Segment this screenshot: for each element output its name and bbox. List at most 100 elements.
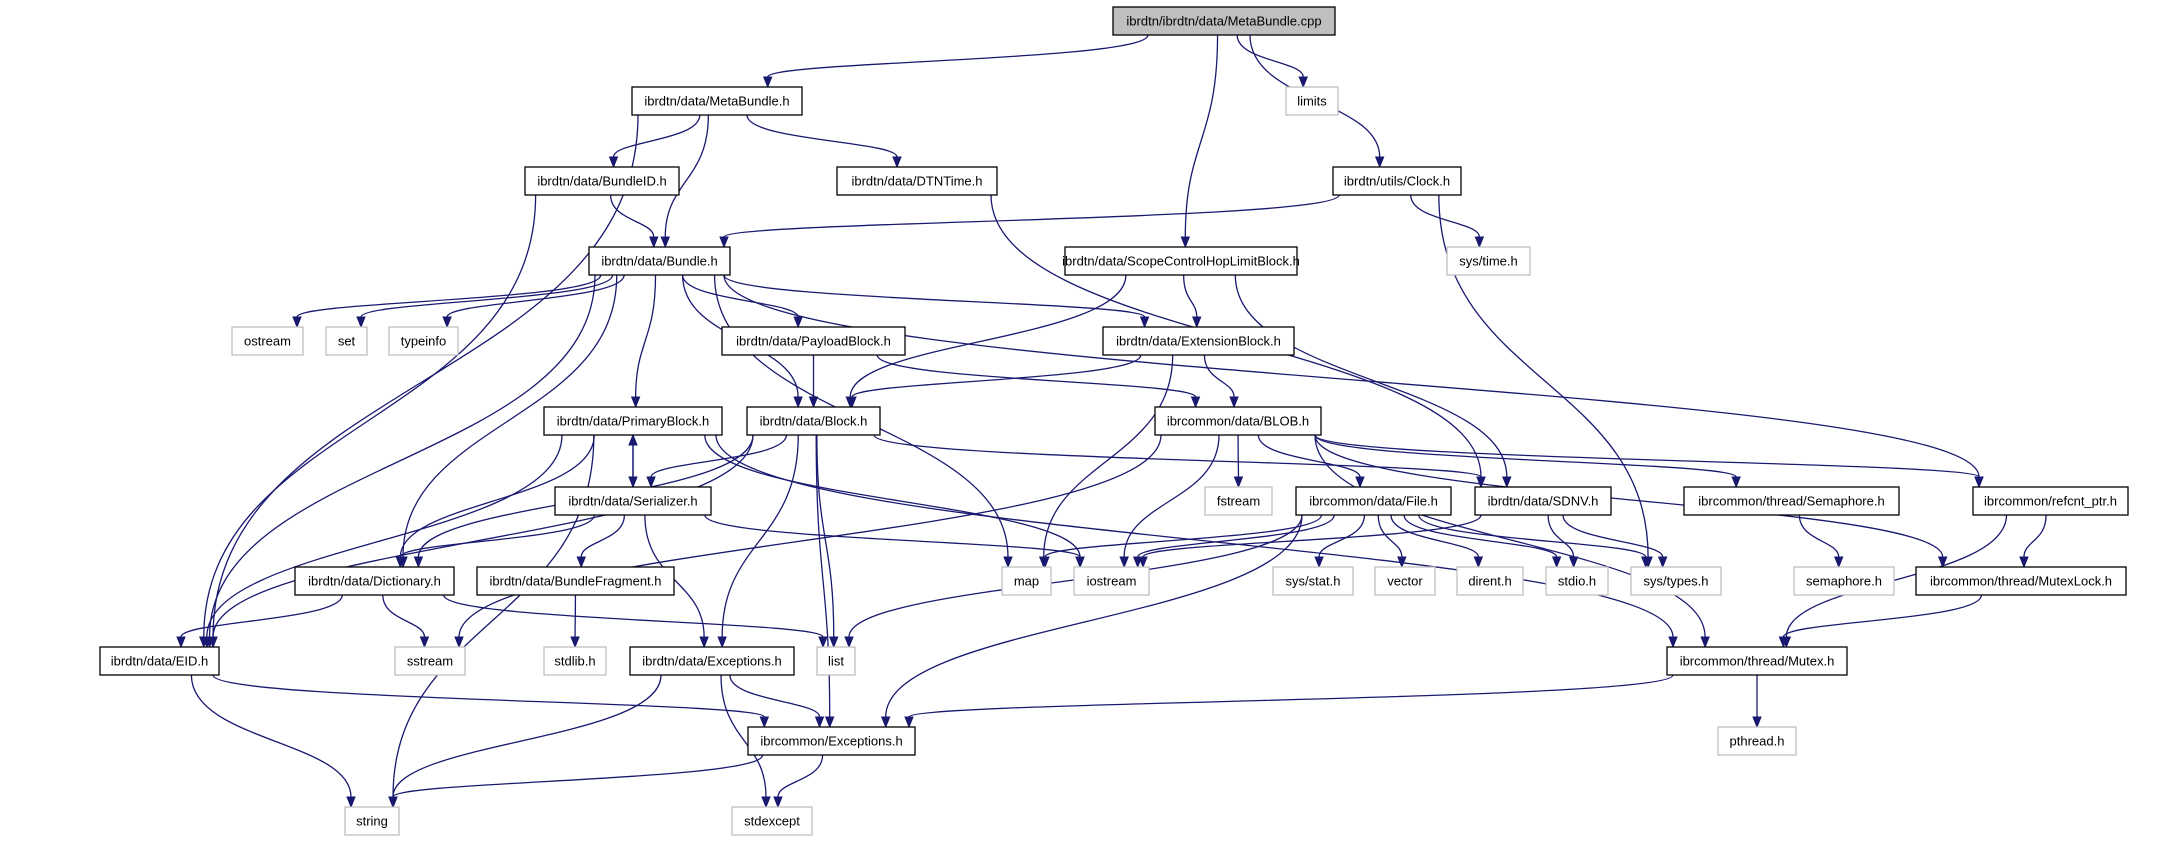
node-dictionary-h[interactable]: ibrdtn/data/Dictionary.h	[294, 566, 455, 596]
node-serializer-h[interactable]: ibrdtn/data/Serializer.h	[554, 486, 712, 516]
node-ostream[interactable]: ostream	[231, 326, 304, 356]
edge-line	[851, 354, 1142, 398]
node-label: ibrdtn/data/ExtensionBlock.h	[1116, 334, 1281, 349]
node-sysstat-h[interactable]: sys/stat.h	[1272, 566, 1354, 596]
node-box	[1073, 566, 1150, 596]
node-set[interactable]: set	[325, 326, 368, 356]
node-payloadblock-h[interactable]: ibrdtn/data/PayloadBlock.h	[721, 326, 906, 356]
node-list[interactable]: list	[816, 646, 856, 676]
node-eid-h[interactable]: ibrdtn/data/EID.h	[99, 646, 220, 676]
node-mutexlock-h[interactable]: ibrcommon/thread/MutexLock.h	[1915, 566, 2127, 596]
node-stdexcept[interactable]: stdexcept	[731, 806, 813, 836]
node-vector[interactable]: vector	[1374, 566, 1436, 596]
node-label: sys/types.h	[1643, 574, 1708, 589]
edge-payloadblock-h-to-block-h	[808, 355, 819, 409]
edge-exceptions-h-to-ibrexceptions-h	[729, 674, 825, 729]
node-box	[1272, 566, 1354, 596]
node-bundlefragment-h[interactable]: ibrdtn/data/BundleFragment.h	[476, 566, 675, 596]
arrowhead-icon	[717, 636, 727, 649]
node-blob-h[interactable]: ibrcommon/data/BLOB.h	[1154, 406, 1322, 436]
edge-bundle-h-to-payloadblock-h	[681, 274, 803, 329]
node-refcnt-h[interactable]: ibrcommon/refcnt_ptr.h	[1972, 486, 2129, 516]
arrowhead-icon	[395, 556, 406, 569]
arrowhead-icon	[646, 476, 656, 489]
arrowhead-icon	[202, 636, 212, 649]
edge-line	[816, 434, 835, 638]
node-label: sys/stat.h	[1286, 574, 1341, 589]
edge-file-h-to-systypes-h	[1418, 514, 1651, 569]
edge-root-to-scope-h	[1180, 34, 1219, 249]
node-block-h[interactable]: ibrdtn/data/Block.h	[746, 406, 881, 436]
node-label: ibrdtn/data/Serializer.h	[568, 494, 697, 509]
edge-mutex-h-to-ibrexceptions-h	[904, 674, 1674, 729]
edge-block-h-to-sdnv-h	[873, 434, 1486, 489]
arrowhead-icon	[419, 636, 430, 649]
edges-layer	[176, 34, 2047, 809]
node-semaphore-hh[interactable]: ibrcommon/thread/Semaphore.h	[1683, 486, 1900, 516]
edge-line	[729, 674, 821, 718]
edge-line	[1410, 194, 1480, 238]
node-extensionblock-h[interactable]: ibrdtn/data/ExtensionBlock.h	[1102, 326, 1295, 356]
edge-line	[715, 434, 1674, 638]
edge-scope-h-to-sdnv-h	[1234, 274, 1512, 489]
arrowhead-icon	[793, 396, 803, 409]
arrowhead-icon	[388, 796, 398, 809]
edge-line	[1403, 514, 1558, 558]
edge-line	[1142, 514, 1482, 558]
edge-line	[392, 754, 764, 798]
node-iostream[interactable]: iostream	[1073, 566, 1150, 596]
node-sdnv-h[interactable]: ibrdtn/data/SDNV.h	[1474, 486, 1612, 516]
node-box	[294, 566, 455, 596]
node-label: ibrdtn/data/Exceptions.h	[642, 654, 781, 669]
node-exceptions-h[interactable]: ibrdtn/data/Exceptions.h	[629, 646, 795, 676]
edge-metabundle-h-to-bundleid-h	[608, 114, 701, 169]
node-box	[1332, 166, 1462, 196]
arrowhead-icon	[1040, 556, 1050, 569]
node-stdlib-h[interactable]: stdlib.h	[543, 646, 607, 676]
edge-line	[1314, 434, 1706, 638]
edge-bundlefragment-h-to-stdlib-h	[570, 594, 580, 649]
node-map[interactable]: map	[1001, 566, 1052, 596]
node-root[interactable]: ibrdtn/ibrdtn/data/MetaBundle.cpp	[1112, 6, 1336, 36]
arrowhead-icon	[1752, 716, 1762, 729]
node-clock-h[interactable]: ibrdtn/utils/Clock.h	[1332, 166, 1462, 196]
node-box	[1374, 566, 1436, 596]
node-file-h[interactable]: ibrcommon/data/File.h	[1295, 486, 1452, 516]
node-bundleid-h[interactable]: ibrdtn/data/BundleID.h	[524, 166, 680, 196]
edge-line	[399, 514, 595, 558]
node-sstream[interactable]: sstream	[394, 646, 466, 676]
node-label: ibrcommon/thread/Semaphore.h	[1698, 494, 1884, 509]
node-dtntime-h[interactable]: ibrdtn/data/DTNTime.h	[836, 166, 998, 196]
edge-line	[180, 594, 343, 638]
edge-refcnt-h-to-mutexlock-h	[2019, 514, 2047, 569]
node-mutex-h[interactable]: ibrcommon/thread/Mutex.h	[1666, 646, 1848, 676]
node-pthread-h[interactable]: pthread.h	[1717, 726, 1797, 756]
node-typeinfo[interactable]: typeinfo	[388, 326, 459, 356]
node-scope-h[interactable]: ibrdtn/data/ScopeControlHopLimitBlock.h	[1062, 246, 1300, 276]
arrowhead-icon	[761, 796, 771, 809]
node-string[interactable]: string	[344, 806, 400, 836]
node-label: ibrdtn/data/DTNTime.h	[851, 174, 982, 189]
node-box	[1915, 566, 2127, 596]
node-bundle-h[interactable]: ibrdtn/data/Bundle.h	[588, 246, 731, 276]
edge-line	[1123, 434, 1220, 558]
node-box	[1545, 566, 1609, 596]
node-systime-h[interactable]: sys/time.h	[1446, 246, 1531, 276]
node-fstream[interactable]: fstream	[1204, 486, 1273, 516]
node-ibrexceptions-h[interactable]: ibrcommon/Exceptions.h	[747, 726, 916, 756]
node-label: semaphore.h	[1806, 574, 1882, 589]
edge-sdnv-h-to-stdio-h	[1547, 514, 1579, 569]
arrowhead-icon	[660, 236, 670, 249]
arrowhead-icon	[1190, 396, 1201, 409]
edge-clock-h-to-bundle-h	[719, 194, 1340, 249]
node-semaphore-h[interactable]: semaphore.h	[1793, 566, 1895, 596]
node-dirent-h[interactable]: dirent.h	[1456, 566, 1524, 596]
node-primaryblock-h[interactable]: ibrdtn/data/PrimaryBlock.h	[543, 406, 723, 436]
node-label: ibrdtn/data/Bundle.h	[601, 254, 717, 269]
node-limits[interactable]: limits	[1285, 86, 1339, 116]
node-metabundle-h[interactable]: ibrdtn/data/MetaBundle.h	[631, 86, 803, 116]
node-systypes-h[interactable]: sys/types.h	[1630, 566, 1722, 596]
arrowhead-icon	[292, 316, 302, 329]
arrowhead-icon	[892, 156, 902, 169]
node-stdio-h[interactable]: stdio.h	[1545, 566, 1609, 596]
